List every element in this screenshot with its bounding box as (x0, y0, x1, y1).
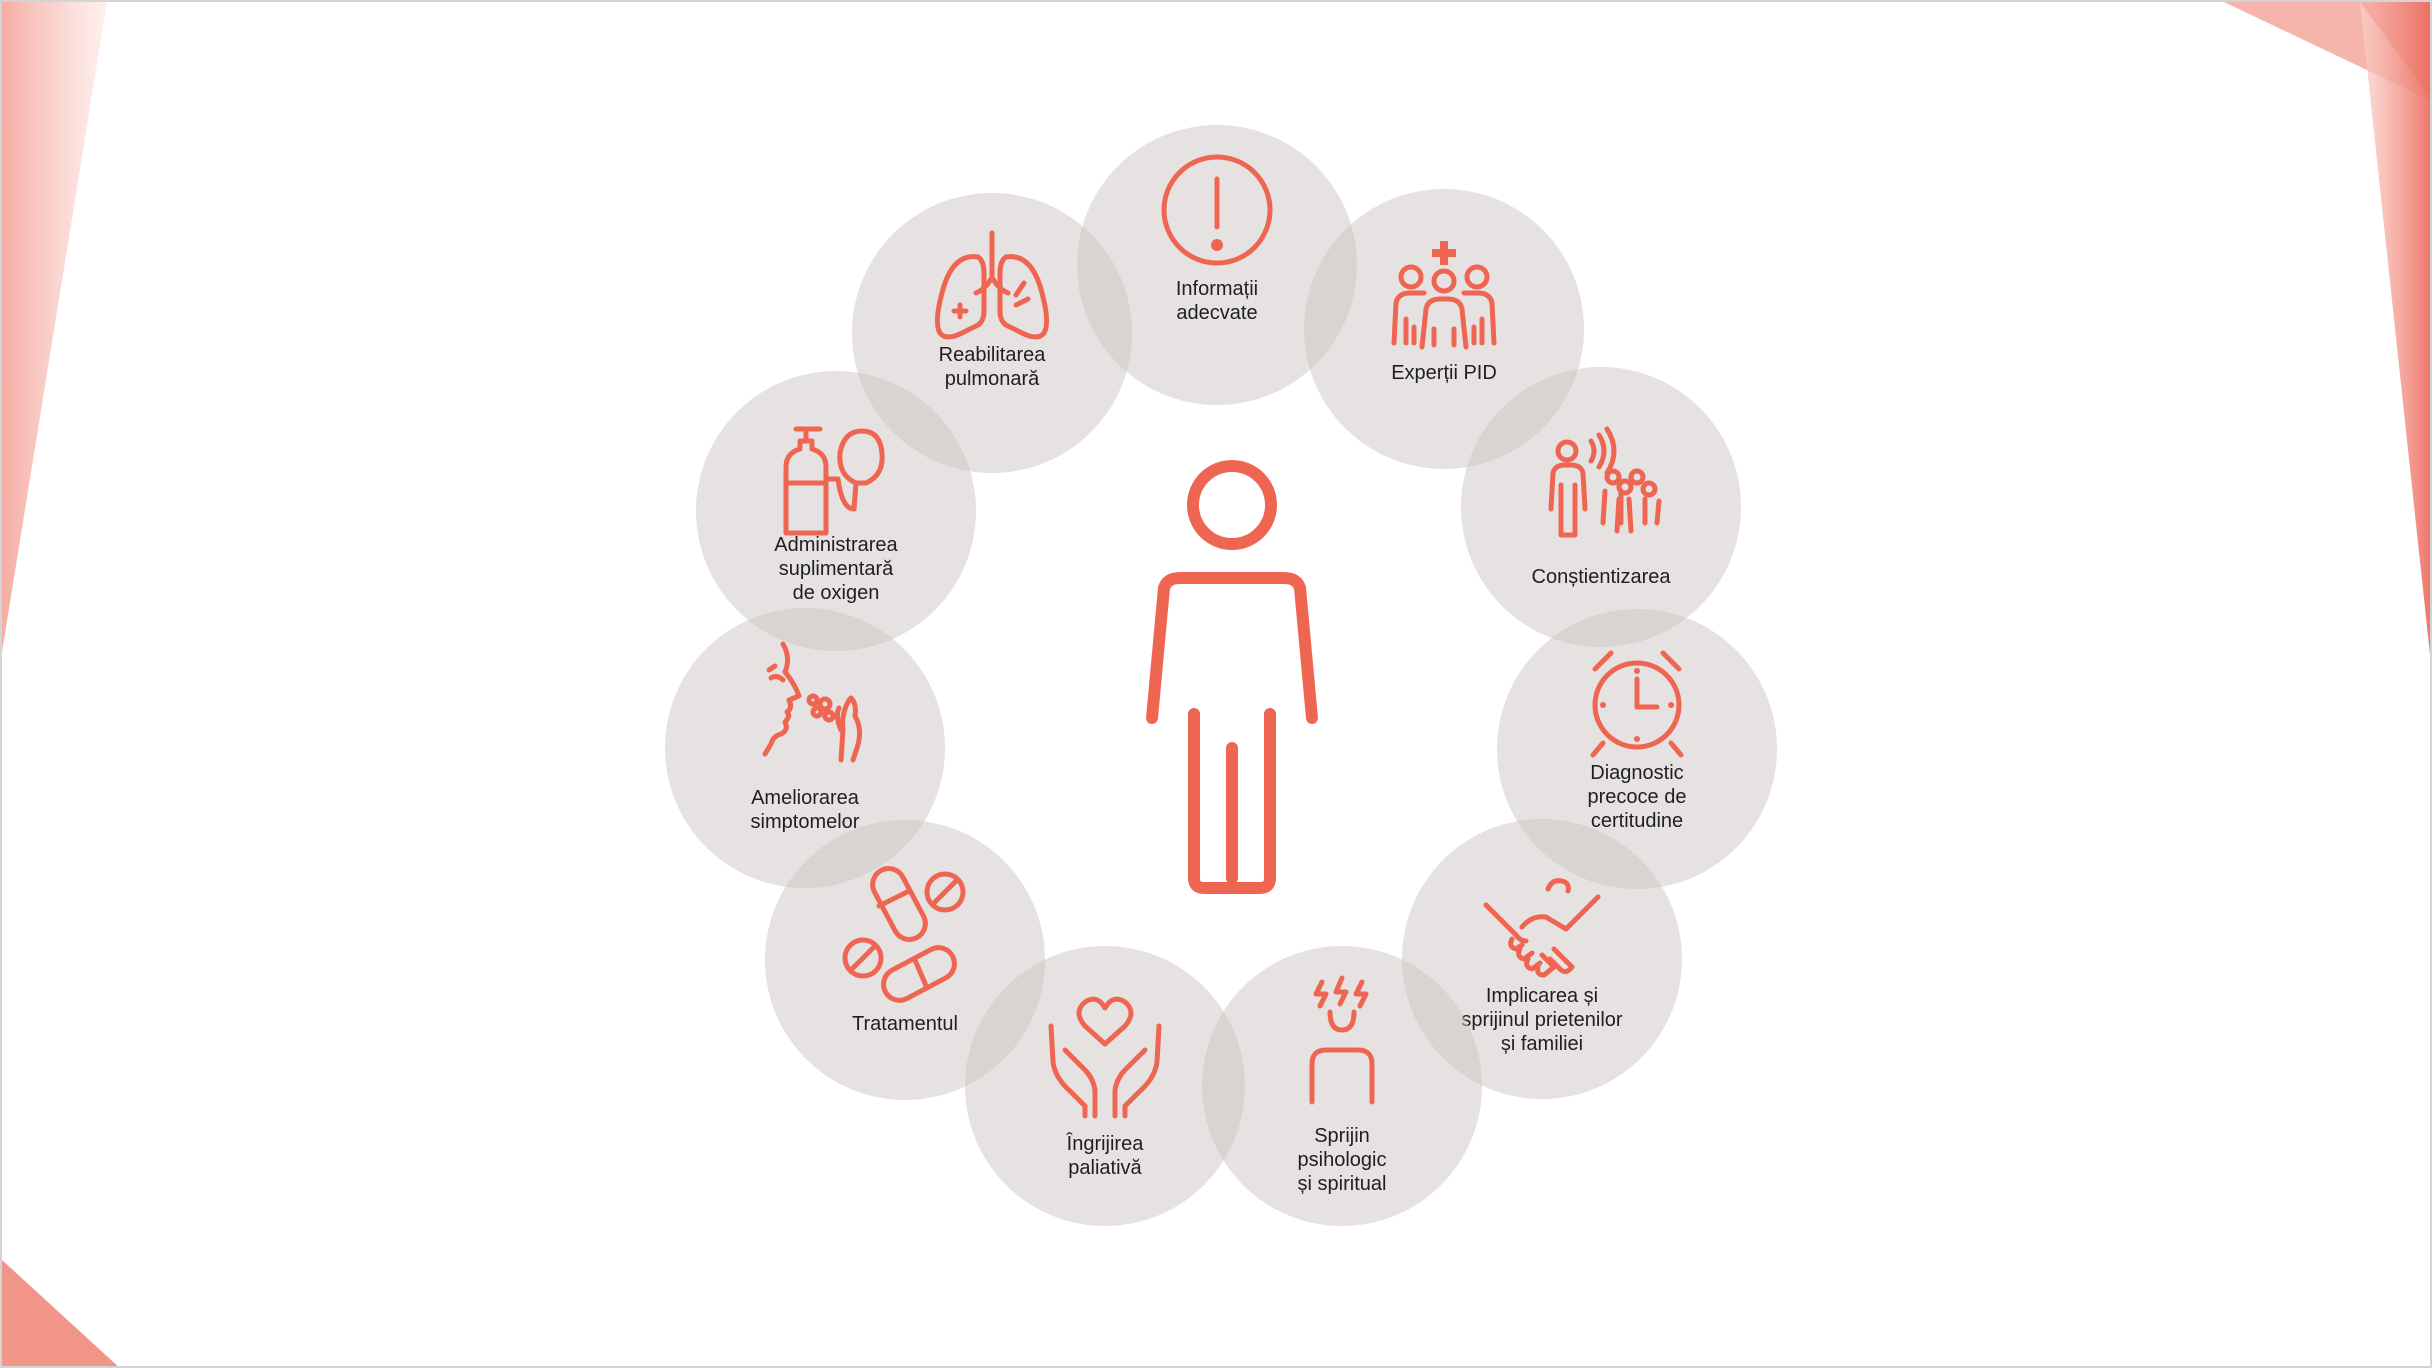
person-icon (1146, 460, 1318, 894)
node-ameliorarea: Ameliorarea simptomelor (665, 608, 945, 888)
node-label: Conștientizarea (1531, 566, 1671, 588)
node-label: Administrarea suplimentară de oxigen (774, 534, 898, 604)
stressed-person-icon (1309, 975, 1375, 1105)
node-sprijin: Sprijin psihologic și spiritual (1202, 946, 1482, 1226)
node-label: Sprijin psihologic și spiritual (1297, 1125, 1387, 1195)
node-label: Îngrijirea paliativă (1066, 1133, 1144, 1179)
oxygen-tank-icon (783, 426, 885, 536)
handshake-icon (1483, 878, 1601, 978)
node-label: Tratamentul (852, 1013, 958, 1035)
medical-team-icon (1391, 241, 1497, 350)
bottom-left-shard (2, 1260, 118, 1366)
node-reabilitarea: Reabilitarea pulmonară (852, 193, 1132, 473)
cough-face-icon (762, 641, 863, 763)
heart-hands-icon (1048, 996, 1162, 1119)
node-label: Ameliorarea simptomelor (750, 787, 860, 833)
left-shard (2, 2, 107, 652)
right-shard (2360, 2, 2430, 655)
node-label: Diagnostic precoce de certitudine (1587, 762, 1687, 832)
node-label: Reabilitarea pulmonară (938, 344, 1046, 390)
node-label: Informații adecvate (1175, 278, 1259, 324)
exclamation-icon (1161, 154, 1273, 266)
node-constientizarea: Conștientizarea (1461, 367, 1741, 647)
node-label: Experții PID (1391, 362, 1497, 384)
lungs-icon (934, 230, 1050, 340)
broadcast-group-icon (1548, 426, 1662, 538)
pills-icon (842, 866, 966, 1003)
node-label: Implicarea și sprijinul prietenilor și f… (1461, 985, 1623, 1055)
alarm-clock-icon (1590, 650, 1684, 758)
